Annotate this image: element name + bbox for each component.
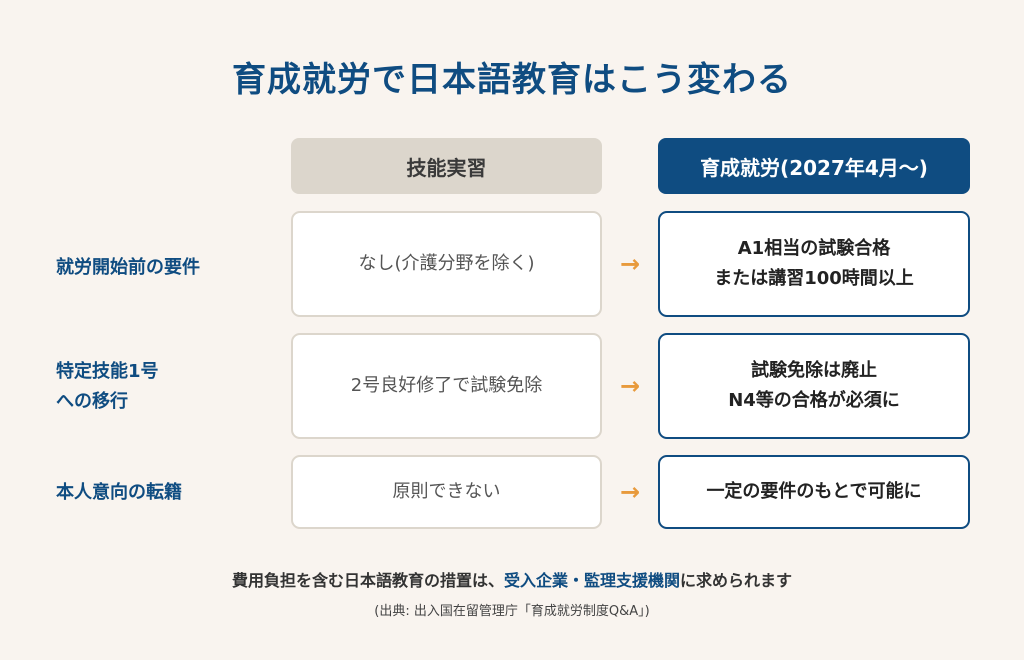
new-box-3: 一定の要件のもとで可能に bbox=[658, 455, 970, 529]
arrow-1-icon: → bbox=[619, 250, 641, 278]
old-box-3-line-1: 原則できない bbox=[392, 481, 501, 502]
row-label-1: 就労開始前の要件 bbox=[56, 253, 276, 283]
old-box-2: 2号良好修了で試験免除 bbox=[291, 333, 602, 439]
source-citation: (出典: 出入国在留管理庁「育成就労制度Q&A」) bbox=[374, 604, 650, 619]
arrow-3-icon: → bbox=[619, 478, 641, 506]
title-highlight: 日本語教育はこう変わる bbox=[407, 60, 792, 100]
footer-after: に求められます bbox=[680, 571, 793, 590]
new-box-2-line-2: N4等の合格が必須に bbox=[728, 390, 900, 411]
new-box-3-line-1: 一定の要件のもとで可能に bbox=[706, 481, 922, 502]
page-title: 育成就労で日本語教育はこう変わる bbox=[0, 52, 1024, 101]
row-label-3-line-1: 本人意向の転籍 bbox=[56, 482, 182, 503]
old-box-1-line-1: なし(介護分野を除く) bbox=[358, 253, 535, 274]
new-box-2-line-1: 試験免除は廃止 bbox=[751, 360, 877, 381]
new-box-1-line-1: A1相当の試験合格 bbox=[737, 238, 891, 259]
new-box-1: A1相当の試験合格 または講習100時間以上 bbox=[658, 211, 970, 317]
old-box-1: なし(介護分野を除く) bbox=[291, 211, 602, 317]
footer-before: 費用負担を含む日本語教育の措置は、 bbox=[231, 571, 504, 590]
new-box-2: 試験免除は廃止 N4等の合格が必須に bbox=[658, 333, 970, 439]
arrow-2-icon: → bbox=[619, 372, 641, 400]
row-label-1-line-1: 就労開始前の要件 bbox=[56, 257, 200, 278]
footer-accent: 受入企業・監理支援機関 bbox=[503, 571, 680, 590]
old-box-2-line-1: 2号良好修了で試験免除 bbox=[350, 375, 543, 396]
new-box-1-line-2: または講習100時間以上 bbox=[714, 268, 914, 289]
column-header-old: 技能実習 bbox=[291, 138, 602, 194]
footer-note: 費用負担を含む日本語教育の措置は、受入企業・監理支援機関に求められます bbox=[0, 567, 1024, 591]
row-label-3: 本人意向の転籍 bbox=[56, 478, 276, 508]
row-label-2-line-2: への移行 bbox=[56, 391, 128, 412]
old-box-3: 原則できない bbox=[291, 455, 602, 529]
row-label-2: 特定技能1号 への移行 bbox=[56, 357, 276, 417]
column-header-new: 育成就労(2027年4月〜) bbox=[658, 138, 970, 194]
title-prefix: 育成就労で bbox=[232, 60, 407, 100]
row-label-2-line-1: 特定技能1号 bbox=[56, 361, 159, 382]
